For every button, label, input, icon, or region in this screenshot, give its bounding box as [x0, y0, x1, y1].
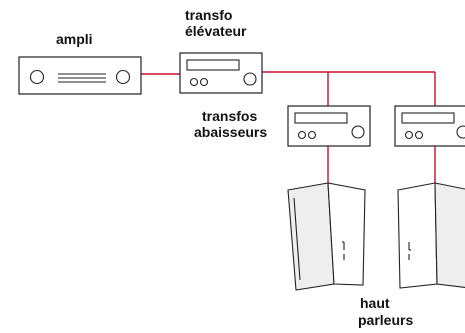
label-ampli: ampli [56, 31, 93, 47]
step-up-transformer-device [179, 52, 263, 94]
label-haut-parleurs-line1: haut [360, 295, 390, 311]
speaker-1 [287, 182, 366, 291]
label-haut-parleurs-line2: parleurs [358, 312, 413, 328]
label-transfo-elevateur-line2: élévateur [185, 23, 247, 39]
label-transfos-abaisseurs-line1: transfos [202, 108, 257, 124]
amplifier-device [18, 56, 142, 95]
step-down-transformer-2-device [394, 105, 465, 147]
red-wires [141, 71, 436, 183]
step-down-transformer-1-device [287, 105, 371, 147]
label-transfo-elevateur-line1: transfo [185, 7, 232, 23]
speaker-2 [397, 182, 465, 289]
label-transfos-abaisseurs-line2: abaisseurs [194, 124, 267, 140]
